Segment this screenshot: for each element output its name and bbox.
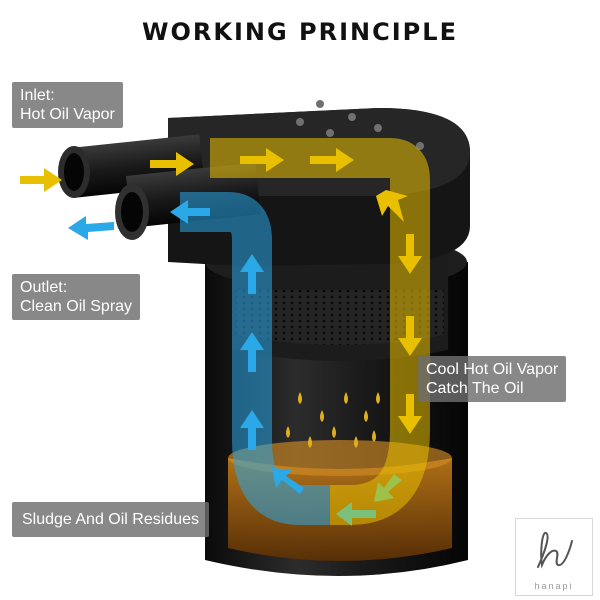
oil-drop-icon <box>344 392 348 404</box>
flow-arrow-icon <box>398 316 422 356</box>
flow-arrow-icon <box>240 148 284 172</box>
cool-vapor-line1: Cool Hot Oil Vapor <box>426 361 559 378</box>
oil-drop-icon <box>332 426 336 438</box>
flow-arrow-icon <box>240 254 264 294</box>
inlet-description: Hot Oil Vapor <box>20 106 115 123</box>
oil-drop-icon <box>376 392 380 404</box>
hanapi-logo-icon <box>537 531 573 569</box>
flow-arrow-icon <box>376 190 408 222</box>
outlet-callout: Outlet: Clean Oil Spray <box>12 274 141 320</box>
flow-arrow-icon <box>398 234 422 274</box>
sludge-callout: Sludge And Oil Residues <box>12 502 209 537</box>
oil-drop-icon <box>286 426 290 438</box>
flow-arrow-icon <box>310 148 354 172</box>
brand-logo: hanapi <box>515 518 593 596</box>
oil-drop-icon <box>308 436 312 448</box>
flow-arrow-icon <box>374 474 402 502</box>
oil-drop-icon <box>364 410 368 422</box>
flow-arrow-icon <box>240 410 264 450</box>
clean-flow-arrows <box>68 200 304 494</box>
outlet-arrow-icon <box>68 216 114 240</box>
sludge-label: Sludge And Oil Residues <box>22 511 199 528</box>
oil-drops <box>286 392 380 448</box>
outlet-label: Outlet: <box>20 279 68 296</box>
oil-drop-icon <box>372 430 376 442</box>
flow-arrow-icon <box>272 468 304 494</box>
cool-vapor-line2: Catch The Oil <box>426 380 524 397</box>
inlet-label: Inlet: <box>20 87 55 104</box>
flow-arrow-icon <box>170 200 210 224</box>
page-title: WORKING PRINCIPLE <box>142 18 458 46</box>
outlet-description: Clean Oil Spray <box>20 298 133 315</box>
flow-arrow-icon <box>398 394 422 434</box>
oil-drop-icon <box>320 410 324 422</box>
inlet-arrow-icon <box>20 168 62 192</box>
inlet-callout: Inlet: Hot Oil Vapor <box>12 82 123 128</box>
cool-vapor-callout: Cool Hot Oil Vapor Catch The Oil <box>418 356 567 402</box>
oil-drop-icon <box>298 392 302 404</box>
flow-arrow-icon <box>336 502 376 526</box>
oil-drop-icon <box>354 436 358 448</box>
flow-arrow-icon <box>240 332 264 372</box>
brand-name: hanapi <box>534 581 574 591</box>
flow-arrow-icon <box>150 152 194 176</box>
hot-vapor-flow <box>210 138 430 525</box>
hot-flow-arrows <box>20 148 422 526</box>
